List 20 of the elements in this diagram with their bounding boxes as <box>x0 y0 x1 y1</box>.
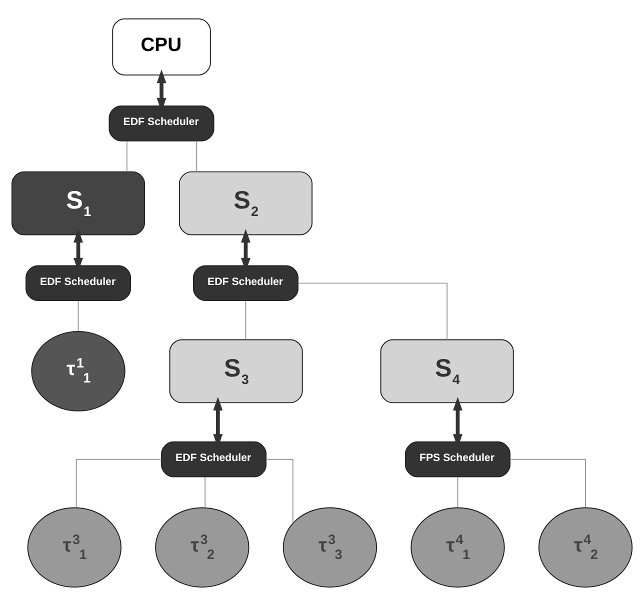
connector <box>245 300 246 340</box>
connector <box>266 458 294 524</box>
connector <box>78 300 79 332</box>
connector <box>457 476 458 508</box>
connector <box>298 282 448 340</box>
connector <box>126 140 128 172</box>
node-box: S$_{2}$ <box>178 170 313 235</box>
connector <box>196 140 198 172</box>
node-box: CPU <box>112 18 211 75</box>
node-box: FPS Scheduler <box>404 440 510 477</box>
node-box: S$_{1}$ <box>11 170 146 235</box>
node-box: EDF Scheduler <box>26 264 132 301</box>
node-box: EDF Scheduler <box>192 264 298 301</box>
connector <box>76 458 162 508</box>
connector <box>510 458 586 508</box>
node-box: EDF Scheduler <box>161 440 267 477</box>
node-box: S$_{3}$ <box>169 338 303 403</box>
node-box: S$_{4}$ <box>380 338 514 403</box>
node-box: EDF Scheduler <box>108 105 214 141</box>
connector <box>204 476 206 508</box>
